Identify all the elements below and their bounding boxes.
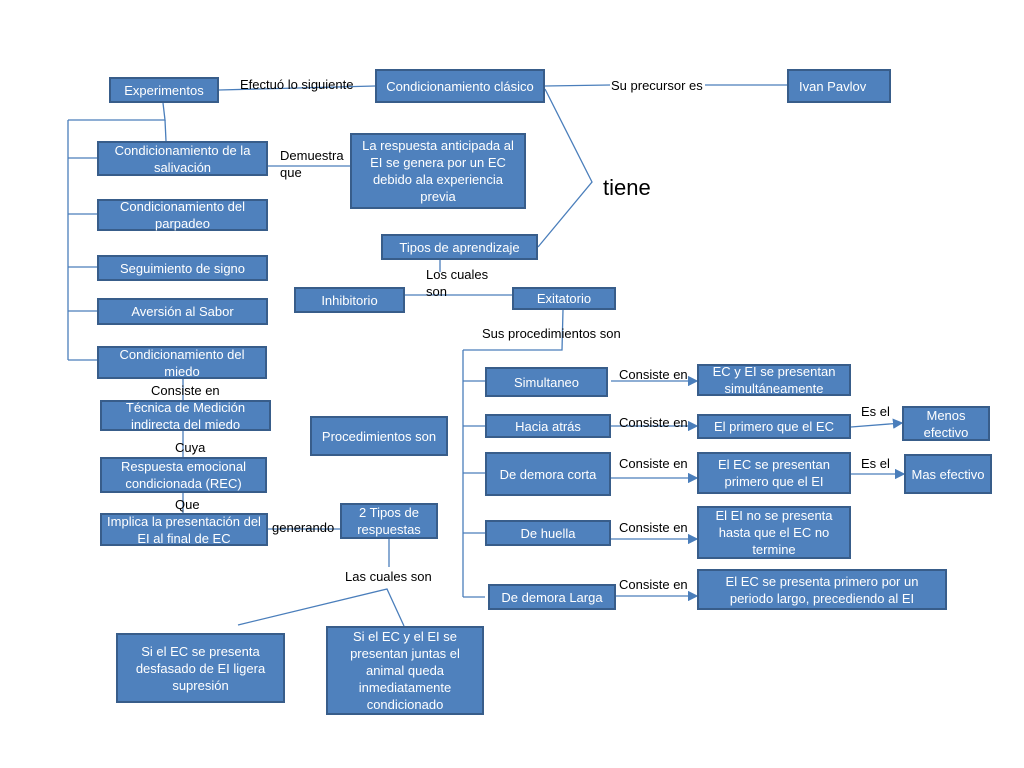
box-hacia-atras: Hacia atrás xyxy=(485,414,611,438)
label-consiste-demora-corta: Consiste en xyxy=(619,456,688,471)
box-condicionamiento-miedo: Condicionamiento del miedo xyxy=(97,346,267,379)
box-ec-ei-simultaneamente-text: EC y EI se presentan simultáneamente xyxy=(712,364,836,396)
box-juntas-text: Si el EC y el EI se presentan juntas el … xyxy=(350,629,460,712)
box-condicionamiento-salivacion: Condicionamiento de la salivación xyxy=(97,141,268,176)
box-seguimiento-signo-text: Seguimiento de signo xyxy=(119,260,246,276)
box-de-huella: De huella xyxy=(485,520,611,546)
box-demora-corta: De demora corta xyxy=(485,452,611,496)
box-experimentos-text: Experimentos xyxy=(124,82,204,98)
label-consiste-simultaneo: Consiste en xyxy=(619,367,688,382)
label-generando: generando xyxy=(272,520,335,535)
box-ivan-pavlov-text: Ivan Pavlov xyxy=(799,78,867,94)
box-menos-efectivo: Menos efectivo xyxy=(902,406,990,441)
box-juntas: Si el EC y el EI se presentan juntas el … xyxy=(326,626,484,715)
box-inhibitorio-text: Inhibitorio xyxy=(321,292,378,308)
label-efectuo: Efectuó lo siguiente xyxy=(240,77,354,92)
box-hacia-atras-text: Hacia atrás xyxy=(515,418,581,434)
box-mas-efectivo: Mas efectivo xyxy=(904,454,992,494)
label-consiste-en-miedo: Consiste en xyxy=(151,383,220,398)
box-de-huella-text: De huella xyxy=(520,525,576,541)
label-consiste-hacia-atras: Consiste en xyxy=(619,415,688,430)
box-tecnica-medicion: Técnica de Medición indirecta del miedo xyxy=(100,399,271,432)
label-consiste-demora-larga: Consiste en xyxy=(619,577,688,592)
box-aversion-sabor-text: Aversión al Sabor xyxy=(131,304,234,319)
box-inhibitorio: Inhibitorio xyxy=(294,287,405,313)
box-dos-tipos-respuestas-text: 2 Tipos de respuestas xyxy=(357,505,421,537)
box-ei-no-presenta: El EI no se presenta hasta que el EC no … xyxy=(697,506,851,559)
box-menos-efectivo-text: Menos efectivo xyxy=(923,407,969,440)
box-demora-larga: De demora Larga xyxy=(488,584,616,610)
box-procedimientos-son: Procedimientos son xyxy=(310,416,448,456)
box-exitatorio-text: Exitatorio xyxy=(536,291,592,306)
label-que: Que xyxy=(175,497,200,512)
label-es-el-menos: Es el xyxy=(861,404,890,419)
box-implica-presentacion-text: Implica la presentación del EI al final … xyxy=(107,513,261,546)
box-dos-tipos-respuestas: 2 Tipos de respuestas xyxy=(340,503,438,539)
label-precursor: Su precursor es xyxy=(611,78,703,93)
box-tipos-aprendizaje-text: Tipos de aprendizaje xyxy=(399,239,520,255)
box-ec-primero: El EC se presentan primero que el EI xyxy=(697,452,851,494)
label-los-cuales-son: Los cuales son xyxy=(426,267,489,299)
box-ei-no-presenta-text: El EI no se presenta hasta que el EC no … xyxy=(715,508,833,557)
box-ec-ei-simultaneamente: EC y EI se presentan simultáneamente xyxy=(697,364,851,396)
label-sus-procedimientos: Sus procedimientos son xyxy=(482,326,621,341)
box-demora-larga-text: De demora Larga xyxy=(501,589,603,605)
label-es-el-mas: Es el xyxy=(861,456,890,471)
box-aversion-sabor: Aversión al Sabor xyxy=(97,298,268,325)
box-desfasado-text: Si el EC se presenta desfasado de EI lig… xyxy=(135,643,266,693)
box-ec-periodo-largo: El EC se presenta primero por un periodo… xyxy=(697,569,947,610)
box-simultaneo: Simultaneo xyxy=(485,367,608,397)
box-respuesta-emocional: Respuesta emocional condicionada (REC) xyxy=(100,457,267,493)
box-condicionamiento-clasico-text: Condicionamiento clásico xyxy=(386,78,534,94)
box-demora-corta-text: De demora corta xyxy=(499,466,597,482)
box-ec-periodo-largo-text: El EC se presenta primero por un periodo… xyxy=(725,573,919,606)
box-desfasado: Si el EC se presenta desfasado de EI lig… xyxy=(116,633,285,703)
box-implica-presentacion: Implica la presentación del EI al final … xyxy=(100,513,268,546)
box-condicionamiento-clasico: Condicionamiento clásico xyxy=(375,69,545,103)
box-procedimientos-son-text: Procedimientos son xyxy=(321,428,437,444)
label-consiste-huella: Consiste en xyxy=(619,520,688,535)
box-respuesta-emocional-text: Respuesta emocional condicionada (REC) xyxy=(120,459,247,491)
box-tipos-aprendizaje: Tipos de aprendizaje xyxy=(381,234,538,260)
box-condicionamiento-parpadeo-text: Condicionamiento del parpadeo xyxy=(119,199,246,231)
box-primero-ec: El primero que el EC xyxy=(697,414,851,439)
label-demuestra-que: Demuestra que xyxy=(280,148,344,180)
box-tecnica-medicion-text: Técnica de Medición indirecta del miedo xyxy=(125,399,246,432)
box-seguimiento-signo: Seguimiento de signo xyxy=(97,255,268,281)
box-respuesta-anticipada: La respuesta anticipada al EI se genera … xyxy=(350,133,526,209)
box-simultaneo-text: Simultaneo xyxy=(513,374,580,390)
label-las-cuales-son: Las cuales son xyxy=(345,569,432,584)
box-primero-ec-text: El primero que el EC xyxy=(714,419,834,434)
label-cuya: Cuya xyxy=(175,440,206,455)
label-tiene: tiene xyxy=(603,175,651,200)
box-experimentos: Experimentos xyxy=(109,77,219,103)
box-ivan-pavlov: Ivan Pavlov xyxy=(787,69,891,103)
box-ec-primero-text: El EC se presentan primero que el EI xyxy=(717,457,830,489)
box-condicionamiento-miedo-text: Condicionamiento del miedo xyxy=(119,346,245,379)
box-condicionamiento-salivacion-text: Condicionamiento de la salivación xyxy=(114,142,251,175)
box-condicionamiento-parpadeo: Condicionamiento del parpadeo xyxy=(97,199,268,231)
box-mas-efectivo-text: Mas efectivo xyxy=(911,466,985,482)
box-respuesta-anticipada-text: La respuesta anticipada al EI se genera … xyxy=(362,138,514,204)
box-exitatorio: Exitatorio xyxy=(512,287,616,310)
